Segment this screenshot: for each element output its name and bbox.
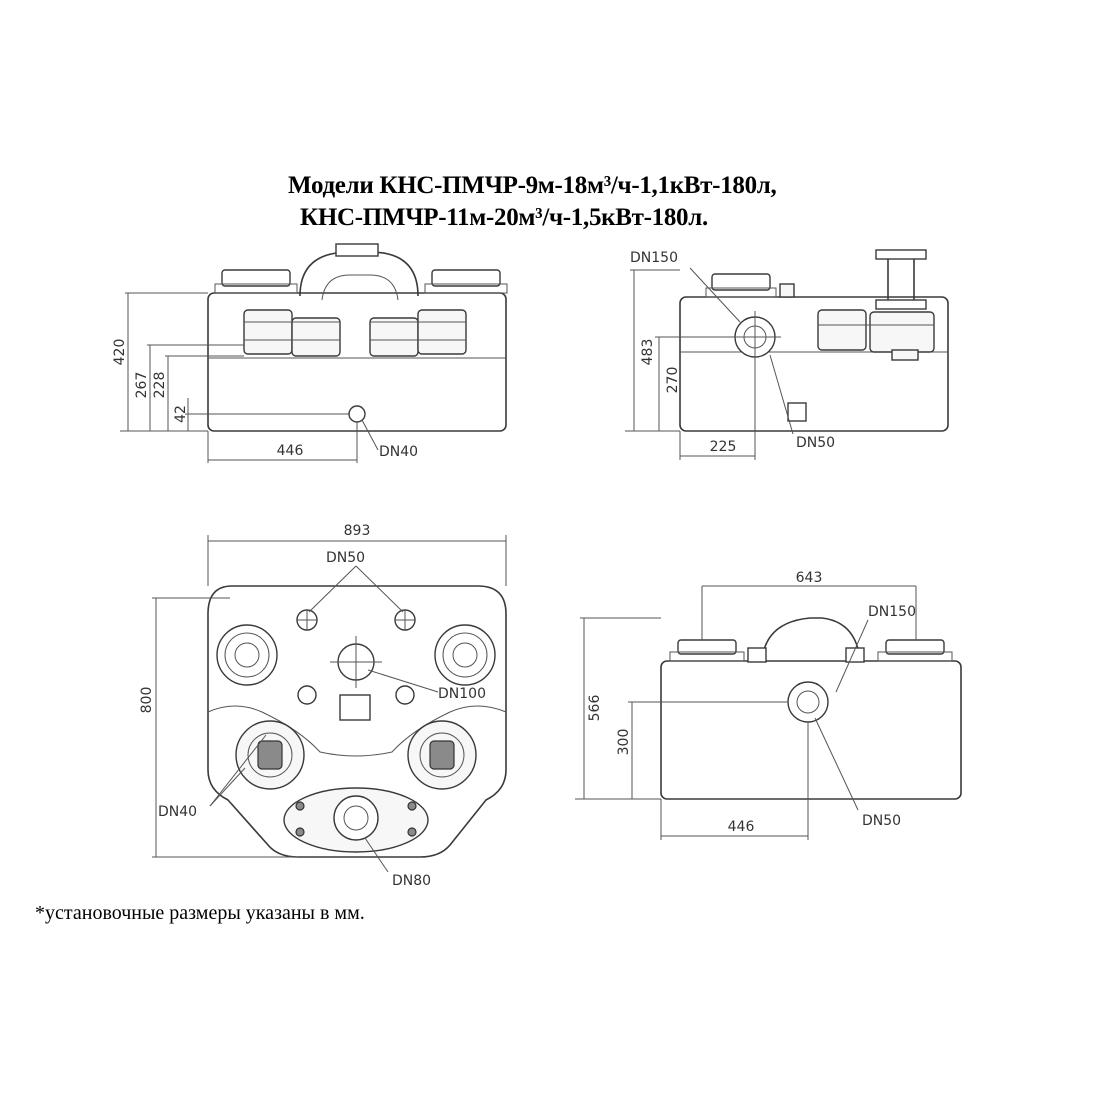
side-dim-483: 483 xyxy=(640,339,656,366)
port-dn80 xyxy=(333,795,379,841)
rear-view: 643 566 300 446 DN150 DN50 xyxy=(575,570,962,840)
top-label-dn100: DN100 xyxy=(438,686,486,702)
front-dim-267: 267 xyxy=(134,372,150,399)
title-line-2: КНС-ПМЧР-11м-20м³/ч-1,5кВт-180л. xyxy=(300,204,708,231)
port-dn40-front xyxy=(348,405,366,423)
rear-dim-566: 566 xyxy=(587,695,603,722)
top-dim-800: 800 xyxy=(139,687,155,714)
top-label-dn80: DN80 xyxy=(392,873,431,889)
side-pump-2 xyxy=(869,311,935,353)
rear-dim-300: 300 xyxy=(616,729,632,756)
front-dim-420: 420 xyxy=(112,339,128,366)
port-dn150-rear xyxy=(787,681,829,723)
lid-right-top xyxy=(434,624,496,686)
side-label-dn50: DN50 xyxy=(796,435,835,451)
side-dim-270: 270 xyxy=(665,367,681,394)
tank-outline-top xyxy=(207,585,507,858)
rear-collector xyxy=(761,617,861,661)
hatch-top xyxy=(339,694,371,721)
rear-dim-643: 643 xyxy=(796,570,823,586)
pump-motor-right xyxy=(369,317,419,357)
side-view: 483 270 225 DN150 DN50 xyxy=(625,249,949,460)
footnote: *установочные размеры указаны в мм. xyxy=(35,902,365,924)
lid-left-top xyxy=(216,624,278,686)
rear-lid-left xyxy=(677,639,737,655)
pump-motor-left xyxy=(243,309,293,355)
side-dim-225: 225 xyxy=(710,439,737,455)
side-label-dn150: DN150 xyxy=(630,250,678,266)
title-line-1: Модели КНС-ПМЧР-9м-18м³/ч-1,1кВт-180л, xyxy=(288,172,777,199)
front-view: 420 267 228 42 446 DN40 xyxy=(112,243,508,463)
left-lid xyxy=(221,269,291,287)
side-pump-1 xyxy=(817,309,867,351)
rear-lid-right xyxy=(885,639,945,655)
top-label-dn50: DN50 xyxy=(326,550,365,566)
front-dim-446: 446 xyxy=(277,443,304,459)
top-dim-893: 893 xyxy=(344,523,371,539)
top-label-dn40: DN40 xyxy=(158,804,197,820)
top-view: 893 800 DN50 DN100 DN40 DN80 xyxy=(139,523,507,889)
rear-label-dn50: DN50 xyxy=(862,813,901,829)
front-dim-42: 42 xyxy=(173,405,189,423)
front-label-dn40: DN40 xyxy=(379,444,418,460)
front-dim-228: 228 xyxy=(152,372,168,399)
rear-dim-446: 446 xyxy=(728,819,755,835)
rear-label-dn150: DN150 xyxy=(868,604,916,620)
side-lid xyxy=(711,273,771,291)
right-lid xyxy=(431,269,501,287)
collector-pipe xyxy=(299,251,419,297)
port-dn50-side xyxy=(787,402,807,422)
